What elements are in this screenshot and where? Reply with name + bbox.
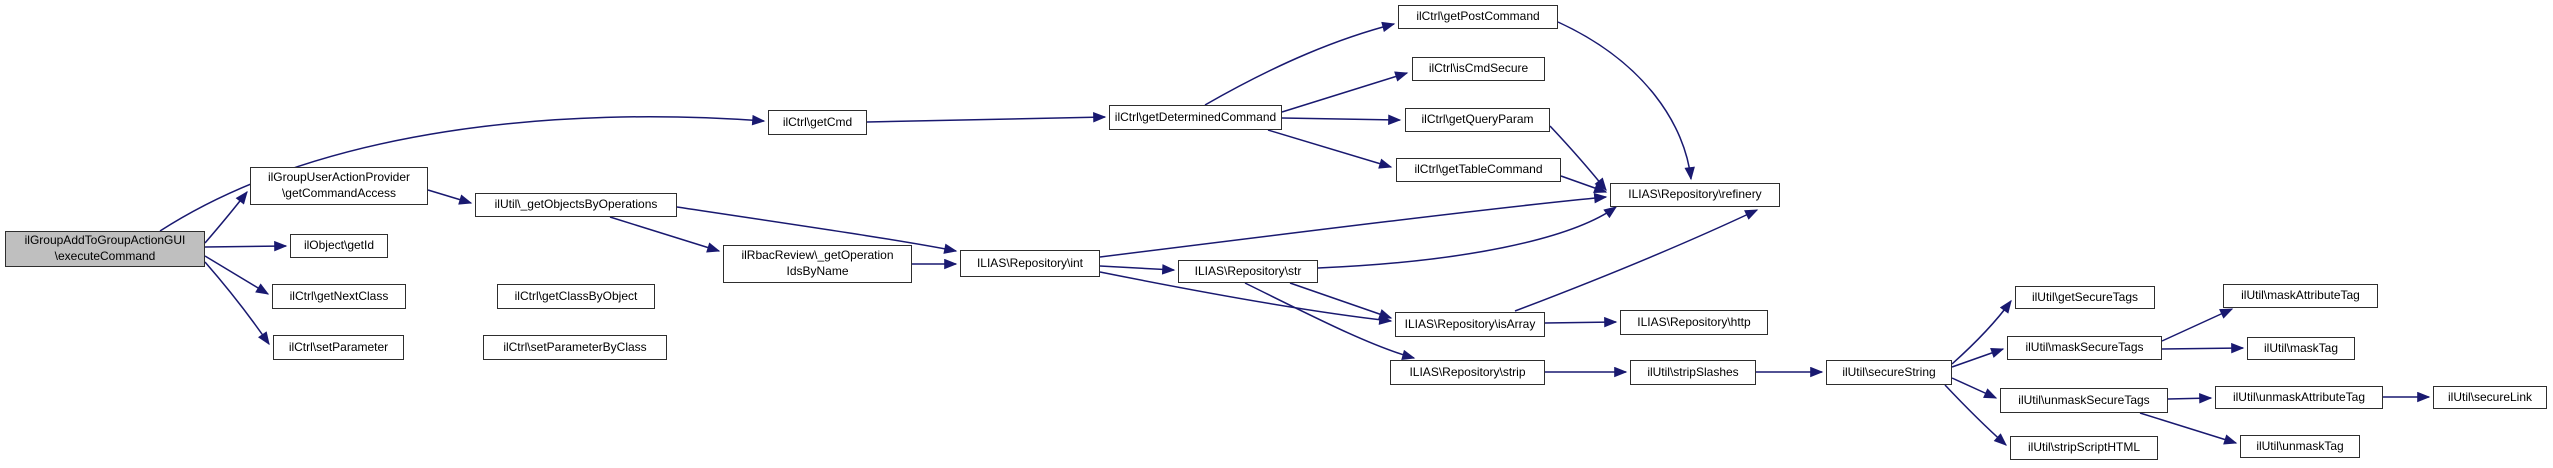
node-maskSecureTags[interactable]: ilUtil\maskSecureTags: [2007, 336, 2162, 360]
node-stripSlashes[interactable]: ilUtil\stripSlashes: [1630, 360, 1756, 385]
node-getCmd[interactable]: ilCtrl\getCmd: [768, 110, 867, 135]
edge-unmaskSecureTags-unmaskAttributeTag: [2167, 393, 2213, 404]
edge-getCommandAccess-getObjectsByOperations: [427, 189, 473, 205]
node-maskTag[interactable]: ilUtil\maskTag: [2247, 337, 2355, 360]
node-isArray[interactable]: ILIAS\Repository\isArray: [1395, 312, 1545, 337]
edge-str-isArray: [1289, 282, 1393, 320]
node-getTableCommand[interactable]: ilCtrl\getTableCommand: [1396, 158, 1561, 182]
node-unmaskAttributeTag[interactable]: ilUtil\unmaskAttributeTag: [2215, 386, 2383, 409]
node-unmaskTag[interactable]: ilUtil\unmaskTag: [2240, 435, 2360, 458]
node-int[interactable]: ILIAS\Repository\int: [960, 250, 1100, 277]
node-getId[interactable]: ilObject\getId: [290, 234, 388, 258]
node-getNextClass[interactable]: ilCtrl\getNextClass: [272, 284, 406, 309]
edge-int-isArray: [1099, 271, 1393, 325]
edge-getObjectsByOperations-int: [676, 206, 958, 254]
node-isCmdSecure[interactable]: ilCtrl\isCmdSecure: [1412, 57, 1545, 81]
edge-executeCommand-getCmd: [159, 114, 766, 232]
node-setParameter[interactable]: ilCtrl\setParameter: [273, 335, 404, 360]
edge-str-refinery: [1317, 206, 1618, 269]
edge-getDeterminedCommand-getTableCommand: [1267, 129, 1393, 169]
edge-getPostCommand-refinery: [1557, 21, 1695, 181]
edge-executeCommand-getCommandAccess: [204, 190, 248, 244]
node-getClassByObject[interactable]: ilCtrl\getClassByObject: [497, 284, 655, 309]
edge-int-refinery: [1099, 192, 1608, 258]
node-maskAttributeTag[interactable]: ilUtil\maskAttributeTag: [2223, 284, 2378, 308]
node-http[interactable]: ILIAS\Repository\http: [1620, 310, 1768, 335]
node-unmaskSecureTags[interactable]: ilUtil\unmaskSecureTags: [2000, 388, 2168, 413]
edge-secureString-unmaskSecureTags: [1951, 377, 1998, 399]
node-stripScriptHTML[interactable]: ilUtil\stripScriptHTML: [2010, 436, 2158, 460]
edge-isArray-http: [1544, 316, 1618, 328]
edge-getTableCommand-refinery: [1560, 175, 1608, 193]
edge-secureString-getSecureTags: [1951, 299, 2012, 365]
edge-str-strip: [1244, 282, 1416, 360]
edge-secureString-maskSecureTags: [1951, 347, 2005, 368]
edge-maskSecureTags-maskTag: [2161, 342, 2245, 354]
node-setParameterByClass[interactable]: ilCtrl\setParameterByClass: [483, 335, 667, 360]
edge-maskSecureTags-maskAttributeTag: [2161, 308, 2234, 342]
node-secureLink[interactable]: ilUtil\secureLink: [2433, 386, 2547, 409]
edge-executeCommand-getId: [204, 240, 288, 252]
node-getQueryParam[interactable]: ilCtrl\getQueryParam: [1405, 108, 1550, 132]
node-getOperationIdsByName[interactable]: ilRbacReview\_getOperation IdsByName: [723, 245, 912, 283]
edge-unmaskSecureTags-unmaskTag: [2139, 412, 2238, 445]
node-executeCommand: ilGroupAddToGroupActionGUI \executeComma…: [5, 231, 205, 267]
node-getCommandAccess[interactable]: ilGroupUserActionProvider \getCommandAcc…: [250, 167, 428, 205]
edge-executeCommand-setParameter: [204, 261, 270, 346]
edge-getObjectsByOperations-getOperationIdsByName: [609, 216, 721, 253]
edge-getDeterminedCommand-isCmdSecure: [1281, 71, 1409, 113]
node-strip[interactable]: ILIAS\Repository\strip: [1390, 360, 1545, 385]
edge-int-str: [1099, 264, 1176, 275]
node-getSecureTags[interactable]: ilUtil\getSecureTags: [2015, 286, 2155, 309]
edge-executeCommand-getNextClass: [204, 255, 270, 295]
node-refinery[interactable]: ILIAS\Repository\refinery: [1610, 183, 1780, 207]
node-str[interactable]: ILIAS\Repository\str: [1178, 260, 1318, 283]
node-getObjectsByOperations[interactable]: ilUtil\_getObjectsByOperations: [475, 193, 677, 217]
node-getDeterminedCommand[interactable]: ilCtrl\getDeterminedCommand: [1109, 105, 1282, 130]
node-secureString[interactable]: ilUtil\secureString: [1826, 360, 1952, 385]
edge-secureString-stripScriptHTML: [1944, 384, 2007, 446]
edge-getDeterminedCommand-getPostCommand: [1204, 21, 1396, 106]
node-getPostCommand[interactable]: ilCtrl\getPostCommand: [1398, 5, 1558, 29]
edge-isArray-refinery: [1514, 209, 1759, 312]
edge-getDeterminedCommand-getQueryParam: [1281, 114, 1402, 126]
edge-getCmd-getDeterminedCommand: [866, 111, 1107, 123]
